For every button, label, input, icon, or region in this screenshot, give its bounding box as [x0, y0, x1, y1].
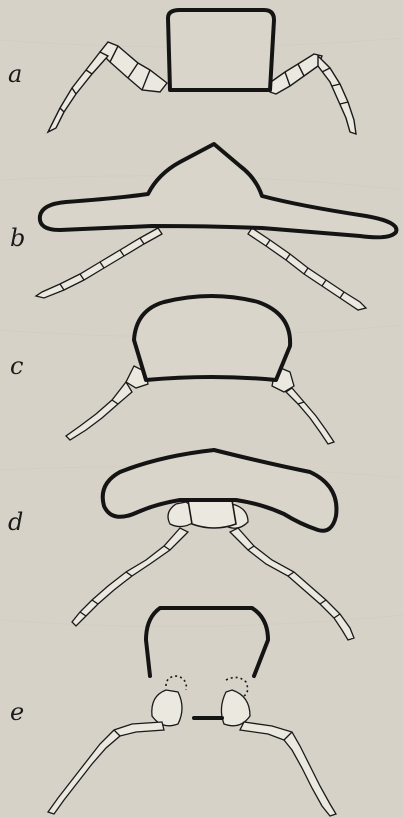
panel-label-c: c — [10, 354, 23, 378]
panel-label-e: e — [10, 700, 24, 724]
panel-c-head-outline — [134, 296, 290, 380]
panel-d-basal-segment — [188, 500, 236, 528]
panel-a-head-outline — [168, 10, 274, 90]
panel-label-b: b — [10, 226, 25, 250]
panel-label-a: a — [8, 62, 22, 86]
panel-label-d: d — [8, 510, 23, 534]
